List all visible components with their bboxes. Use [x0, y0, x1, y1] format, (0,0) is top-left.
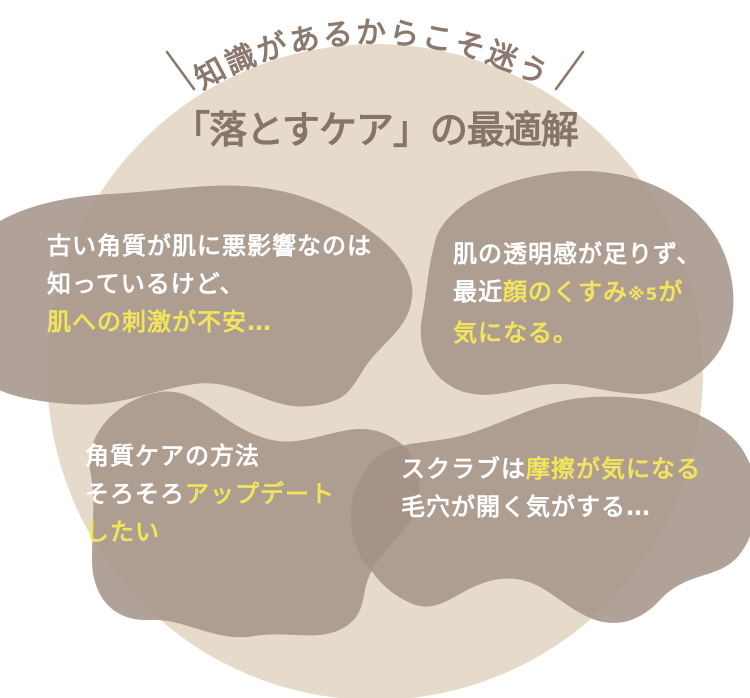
blob-top-left — [0, 185, 413, 407]
left-slash-icon — [165, 50, 196, 91]
bubble-text-highlight: 顔のくすみ — [503, 278, 628, 306]
bubble-text-highlight: したい — [85, 518, 160, 546]
blob-bottom-right — [350, 396, 750, 623]
bubble-line: 知っているけど、 — [47, 265, 372, 303]
concern-bubble-top-left: 古い角質が肌に悪影響なのは 知っているけど、 肌への刺激が不安… — [47, 227, 372, 341]
bubble-line: 気になる。 — [453, 314, 701, 352]
blob-top-right — [420, 170, 734, 395]
bubble-line: したい — [85, 513, 335, 551]
bubble-text: 肌の透明感が足りず、 — [453, 240, 702, 268]
blob-bottom-left — [89, 391, 420, 638]
bubble-text-highlight: アップデート — [185, 480, 335, 508]
bubble-text: 古い角質が肌に悪影響なのは — [47, 232, 372, 260]
footnote-marker: ※5 — [628, 285, 659, 305]
bubble-line: そろそろアップデート — [85, 475, 335, 513]
bubble-text: そろそろ — [85, 480, 185, 508]
bubble-text-highlight: 摩擦が気になる — [526, 455, 701, 483]
bubble-text: スクラブは — [401, 455, 526, 483]
bubble-text: 最近 — [453, 278, 503, 306]
bubble-text: 角質ケアの方法 — [85, 442, 260, 470]
bubble-line: 最近顔のくすみ※5が — [453, 273, 701, 314]
concern-bubble-bottom-right: スクラブは摩擦が気になる 毛穴が開く気がする… — [401, 450, 701, 526]
concern-bubble-bottom-left: 角質ケアの方法 そろそろアップデート したい — [85, 437, 335, 551]
concern-bubble-top-right: 肌の透明感が足りず、 最近顔のくすみ※5が 気になる。 — [453, 235, 701, 352]
bubble-line: 肌への刺激が不安… — [47, 303, 372, 341]
bubble-line: スクラブは摩擦が気になる — [401, 450, 701, 488]
bubble-text: 毛穴が開く気がする… — [401, 493, 651, 521]
bubble-text: 知っているけど、 — [47, 270, 245, 298]
bubble-text-highlight: が — [658, 278, 684, 306]
bubble-line: 肌の透明感が足りず、 — [453, 235, 701, 273]
page-title: 「落とすケア」の最適解 — [172, 108, 579, 152]
bubble-line: 古い角質が肌に悪影響なのは — [47, 227, 372, 265]
bubble-line: 角質ケアの方法 — [85, 437, 335, 475]
bubble-line: 毛穴が開く気がする… — [401, 488, 701, 526]
right-slash-icon — [554, 50, 585, 91]
bubble-text-highlight: 肌への刺激が不安… — [47, 308, 272, 336]
bubble-text-highlight: 気になる。 — [453, 319, 578, 347]
